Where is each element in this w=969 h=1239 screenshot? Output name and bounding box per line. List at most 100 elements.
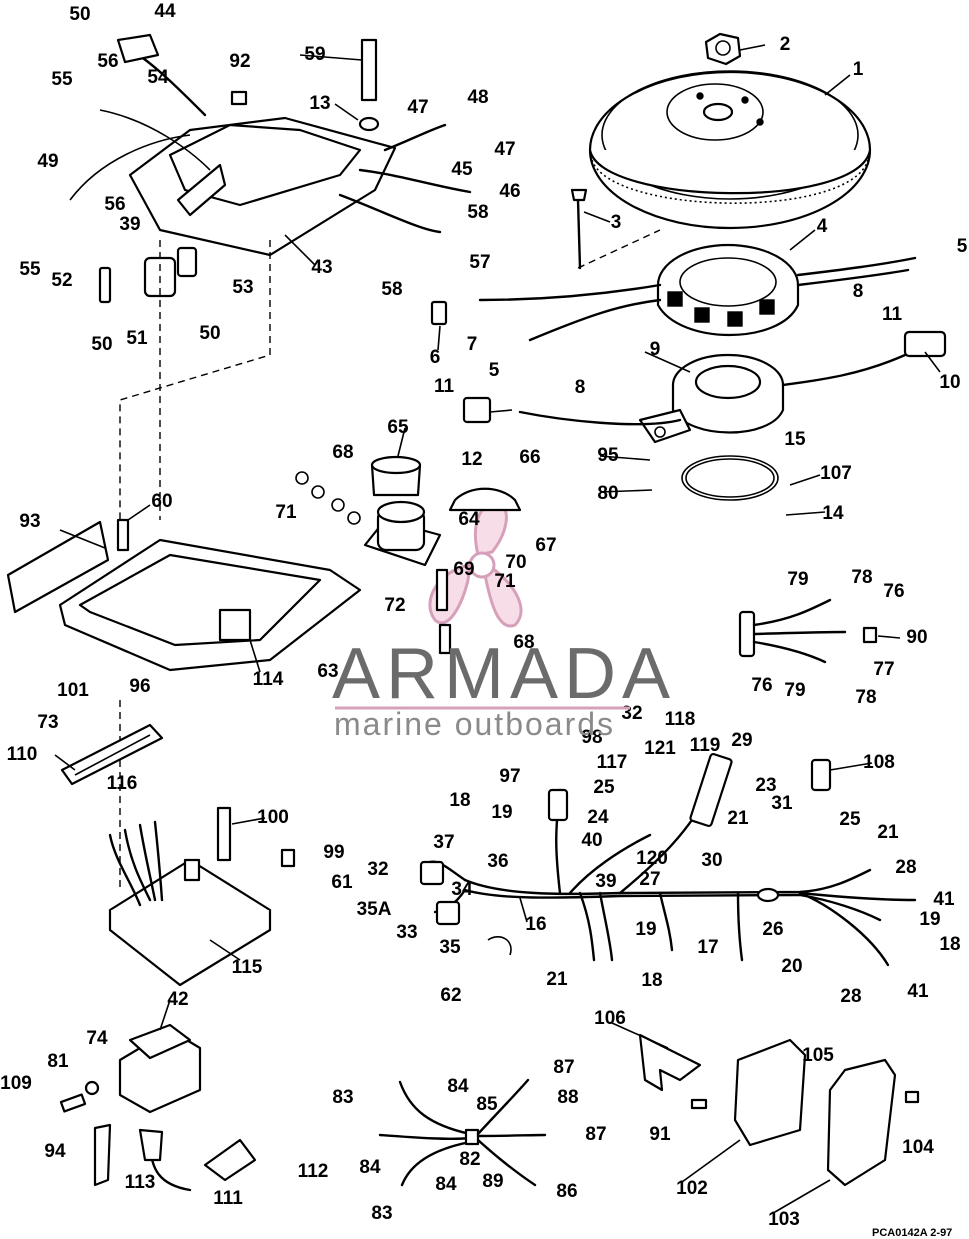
- callout-number: 115: [232, 957, 263, 978]
- callout-number: 79: [787, 569, 808, 590]
- callout-number: 4: [817, 216, 828, 237]
- callout-number: 58: [467, 202, 488, 223]
- callout-number: 87: [553, 1057, 574, 1078]
- module-and-cover: [638, 1033, 920, 1187]
- callout-number: 8: [575, 377, 586, 398]
- callout-number: 1: [853, 59, 864, 80]
- callout-number: 61: [331, 872, 353, 893]
- callout-number: 11: [882, 304, 903, 325]
- callout-number: 101: [57, 680, 89, 701]
- callout-number: 67: [535, 535, 556, 556]
- callout-number: 32: [367, 859, 388, 880]
- callout-number: 99: [323, 842, 344, 863]
- callout-number: 31: [771, 793, 793, 814]
- callout-number: 48: [467, 87, 488, 108]
- callout-number: 121: [644, 738, 676, 759]
- callout-number: 26: [762, 919, 783, 940]
- callout-number: 28: [840, 986, 861, 1007]
- callout-number: 9: [650, 339, 661, 360]
- callout-number: 18: [641, 970, 662, 991]
- callout-number: 116: [107, 773, 138, 794]
- callout-number: 36: [487, 851, 508, 872]
- callout-number: 84: [359, 1157, 381, 1178]
- callout-number: 35A: [357, 899, 392, 920]
- callout-number: 46: [499, 181, 520, 202]
- callout-number: 25: [839, 809, 861, 830]
- callout-number: 6: [430, 347, 441, 368]
- watermark-tagline: marine outboards: [334, 706, 615, 742]
- callout-number: 14: [822, 503, 844, 524]
- callout-number: 21: [877, 822, 899, 843]
- callout-number: 76: [751, 675, 772, 696]
- callout-number: 41: [933, 889, 955, 910]
- callout-number: 45: [451, 159, 473, 180]
- callout-number: 104: [902, 1137, 934, 1158]
- callout-number: 41: [907, 981, 929, 1002]
- callout-number: 82: [459, 1149, 480, 1170]
- callout-number: 50: [91, 334, 112, 355]
- callout-number: 100: [257, 807, 289, 828]
- callout-number: 18: [939, 934, 960, 955]
- callout-number: 73: [37, 712, 58, 733]
- callout-number: 107: [820, 463, 852, 484]
- callout-number: 5: [957, 236, 968, 257]
- callout-number: 90: [906, 627, 927, 648]
- callout-number: 69: [453, 559, 474, 580]
- callout-number: 71: [494, 571, 516, 592]
- callout-number: 16: [525, 914, 546, 935]
- callout-number: 111: [213, 1188, 243, 1209]
- callout-number: 89: [482, 1171, 503, 1192]
- callout-number: 51: [126, 328, 148, 349]
- callout-number: 98: [581, 727, 602, 748]
- callout-number: 24: [587, 807, 609, 828]
- callout-number: 81: [47, 1051, 69, 1072]
- callout-number: 18: [449, 790, 470, 811]
- callout-number: 84: [447, 1076, 469, 1097]
- callout-number: 83: [332, 1087, 353, 1108]
- callout-number: 5: [489, 360, 500, 381]
- callout-number: 19: [491, 802, 512, 823]
- callout-number: 114: [253, 669, 284, 690]
- ignition-plate: [69, 33, 472, 304]
- callout-number: 20: [781, 956, 802, 977]
- callout-number: 65: [387, 417, 409, 438]
- callout-number: 113: [125, 1172, 156, 1193]
- callout-number: 60: [151, 491, 172, 512]
- callout-number: 117: [597, 752, 628, 773]
- callout-number: 108: [863, 752, 895, 773]
- callout-number: 52: [51, 270, 72, 291]
- callout-number: 42: [167, 989, 188, 1010]
- callout-number: 39: [119, 214, 140, 235]
- callout-number: 53: [232, 277, 253, 298]
- callout-number: 68: [332, 442, 353, 463]
- callout-number: 77: [873, 659, 894, 680]
- callout-number: 3: [611, 212, 622, 233]
- callout-number: 106: [594, 1008, 626, 1029]
- callout-number: 23: [755, 775, 776, 796]
- callout-number: 11: [434, 376, 455, 397]
- callout-number: 56: [104, 194, 125, 215]
- callout-number: 30: [701, 850, 722, 871]
- leader-lines: [54, 44, 941, 1213]
- main-wiring-harness: [419, 752, 917, 967]
- callout-number: 120: [636, 848, 668, 869]
- callout-number: 21: [727, 808, 749, 829]
- callout-number: 91: [649, 1124, 671, 1145]
- callout-number: 40: [581, 830, 602, 851]
- callout-number: 49: [37, 151, 58, 172]
- timer-base: [638, 353, 785, 501]
- callout-number: 103: [768, 1209, 800, 1230]
- guide-line-left: [119, 240, 271, 520]
- callout-number: 47: [494, 139, 515, 160]
- callout-number: 29: [731, 730, 752, 751]
- callout-number: 74: [86, 1028, 108, 1049]
- drawing-reference-code: PCA0142A 2-97: [872, 1227, 952, 1239]
- callout-number: 43: [311, 257, 332, 278]
- callout-number: 88: [557, 1087, 578, 1108]
- callout-number: 57: [469, 252, 490, 273]
- power-pack: [108, 806, 296, 987]
- callout-number: 64: [458, 509, 480, 530]
- callout-number: 97: [499, 766, 520, 787]
- callout-number: 19: [919, 909, 940, 930]
